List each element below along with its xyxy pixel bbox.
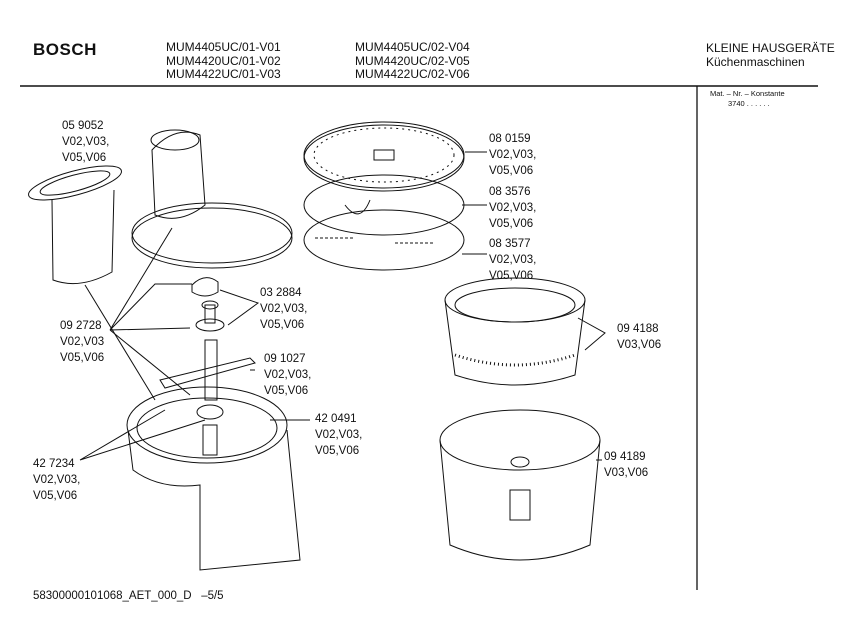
part-variants: V02,V03, V05,V06 — [33, 474, 81, 502]
part-variants: V02,V03, V05,V06 — [489, 254, 537, 282]
part-variants: V03,V06 — [617, 339, 662, 351]
model-list-2: MUM4405UC/02-V04 MUM4420UC/02-V05 MUM442… — [355, 40, 470, 82]
part-number: 09 4189 — [604, 451, 646, 463]
mat-label: Mat. – Nr. – Konstante — [710, 89, 785, 98]
slicing-discs — [303, 121, 465, 271]
model-item: MUM4420UC/01-V02 — [166, 53, 281, 68]
part-variants: V02,V03, V05,V06 — [264, 369, 312, 397]
part-number: 09 1027 — [264, 353, 306, 365]
part-variants: V02,V03, V05,V06 — [489, 149, 537, 177]
category-title: KLEINE HAUSGERÄTE — [706, 41, 835, 55]
category: KLEINE HAUSGERÄTE Küchenmaschinen — [706, 41, 835, 69]
part-variants: V02,V03, V05,V06 — [315, 429, 363, 457]
citrus-press-ring — [439, 277, 601, 561]
leader-lines — [79, 151, 606, 461]
model-list-1: MUM4405UC/01-V01 MUM4420UC/01-V02 MUM442… — [166, 40, 281, 82]
part-variants: V02,V03, V05,V06 — [62, 136, 110, 164]
model-item: MUM4422UC/01-V03 — [166, 67, 281, 81]
part-number: 09 4188 — [617, 323, 659, 335]
category-subtitle: Küchenmaschinen — [706, 54, 805, 69]
material-number-box: Mat. – Nr. – Konstante 3740 . . . . . . — [710, 89, 785, 109]
part-number: 42 7234 — [33, 458, 75, 470]
model-item: MUM4422UC/02-V06 — [355, 67, 470, 81]
document-id: 58300000101068_AET_000_D — [33, 590, 192, 602]
part-number: 08 0159 — [489, 133, 531, 145]
part-variants: V03,V06 — [604, 467, 649, 479]
part-number: 09 2728 — [60, 320, 102, 332]
model-item: MUM4405UC/01-V01 — [166, 40, 281, 54]
part-number: 42 0491 — [315, 413, 357, 425]
lid-with-chute — [131, 129, 293, 269]
part-number: 08 3576 — [489, 186, 531, 198]
model-item: MUM4420UC/02-V05 — [355, 53, 470, 68]
model-item: MUM4405UC/02-V04 — [355, 40, 470, 54]
part-variants: V02,V03 V05,V06 — [60, 336, 105, 364]
part-number: 03 2884 — [260, 287, 302, 299]
part-number: 08 3577 — [489, 238, 531, 250]
brand-logo: BOSCH — [33, 40, 97, 59]
page-number: –5/5 — [201, 590, 224, 602]
small-parts — [159, 277, 256, 456]
part-number: 05 9052 — [62, 120, 104, 132]
mat-value: 3740 . . . . . . — [728, 99, 770, 108]
work-bowl — [126, 386, 301, 571]
part-variants: V02,V03, V05,V06 — [489, 202, 537, 230]
feed-tube-insert — [28, 165, 122, 285]
part-variants: V02,V03, V05,V06 — [260, 303, 308, 331]
footer: 58300000101068_AET_000_D –5/5 — [33, 590, 224, 602]
